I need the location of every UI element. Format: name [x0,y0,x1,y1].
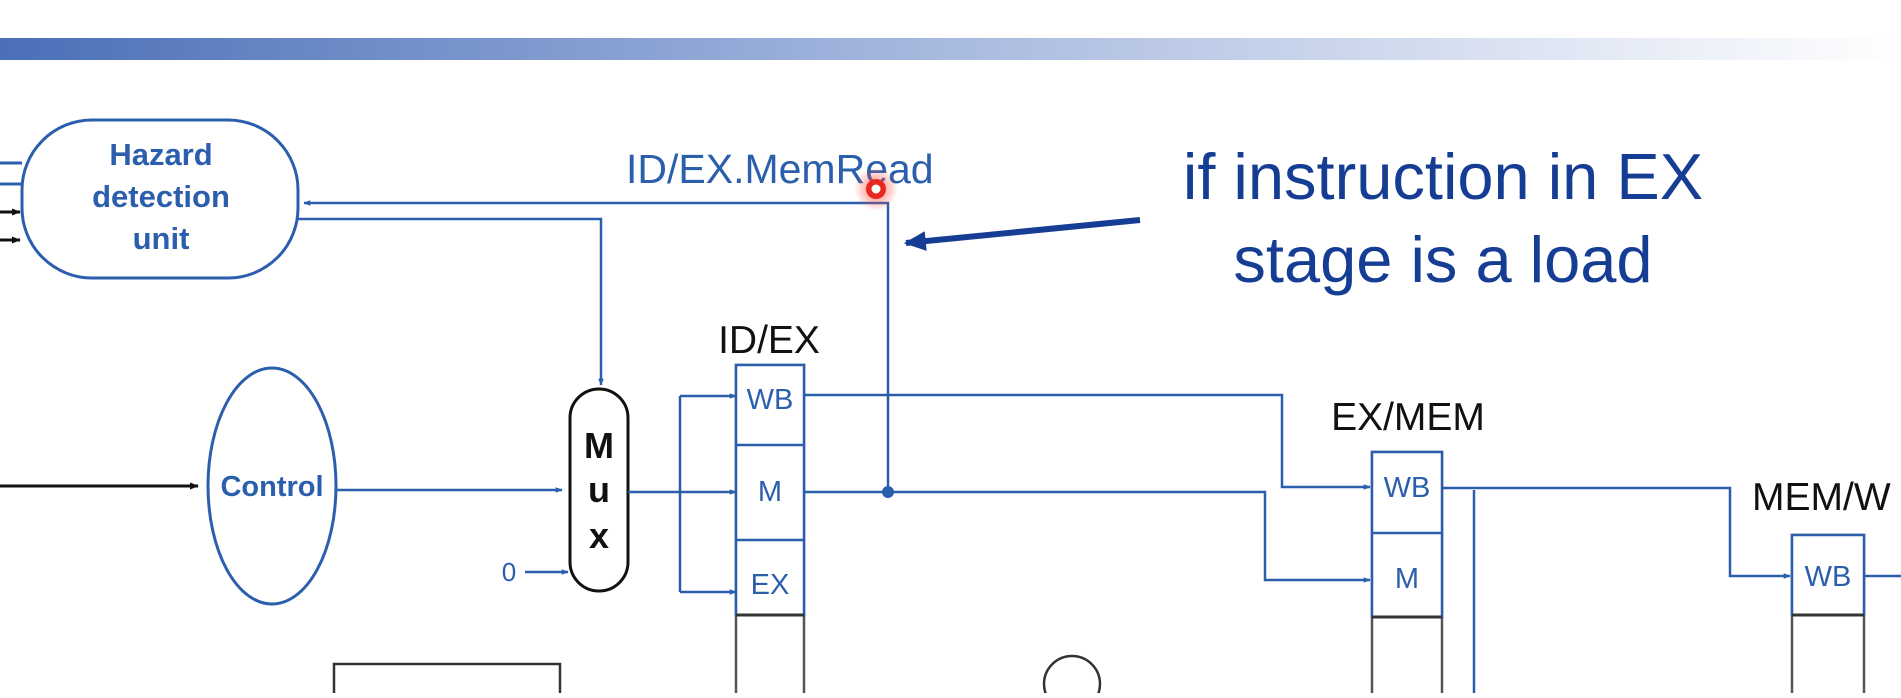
annotation: if instruction in EX stage is a load [903,140,1703,296]
annotation-arrow [903,217,1141,251]
partial-bottom-circle [1042,654,1102,698]
exmem-label: EX/MEM [1331,396,1485,439]
idex-label: ID/EX [718,319,820,362]
hazard-label-line-1: Hazard [109,137,212,172]
mux-letter-m: M [584,425,614,466]
exmem-register: WB M [1370,450,1444,698]
memwb-label: MEM/W [1752,476,1891,519]
memread-junction [882,486,894,498]
annotation-line-2: stage is a load [1233,223,1652,296]
mux: M u x [568,387,630,593]
idex-m-field: M [758,476,782,508]
partial-bottom-box [332,662,562,698]
annotation-line-1: if instruction in EX [1183,140,1703,213]
laser-pointer [854,167,898,211]
hazard-detection-unit: Hazard detection unit [20,118,300,280]
idex-register: WB M EX [734,363,806,697]
mux-letter-x: x [589,515,609,556]
hazard-label-line-3: unit [133,221,190,256]
mux-zero-input-label: 0 [502,557,516,587]
mux-letter-u: u [588,469,610,510]
control-label: Control [220,471,323,503]
idex-ex-field: EX [751,569,790,601]
memwb-wb-field: WB [1805,561,1852,593]
hazard-label-line-2: detection [92,179,230,214]
title-banner [0,38,1901,60]
hazard-unit-inputs [0,161,22,244]
exmem-to-memwb-wire [1442,486,1791,579]
idex-wb-field: WB [747,384,794,416]
control-unit: Control [206,366,338,606]
exmem-wb-field: WB [1384,472,1431,504]
memwb-register: WB [1790,533,1866,698]
exmem-m-field: M [1395,563,1419,595]
mux-output-wires [628,393,737,595]
idex-to-exmem-wires [804,393,1371,583]
